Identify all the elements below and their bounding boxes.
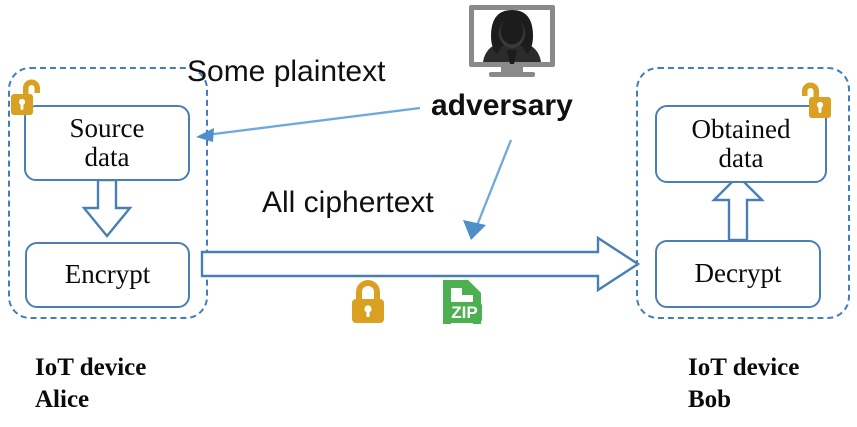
arrow-encrypt-to-decrypt bbox=[200, 235, 641, 293]
label-adversary: adversary bbox=[431, 89, 573, 122]
device-caption-alice: IoT device Alice bbox=[35, 354, 147, 413]
node-encrypt-label: Encrypt bbox=[64, 259, 151, 290]
node-source-data[interactable]: Source data bbox=[24, 105, 190, 181]
unlocked-padlock-icon-alice bbox=[11, 79, 40, 115]
node-decrypt-label: Decrypt bbox=[694, 258, 782, 289]
zip-icon-text: ZIP bbox=[451, 303, 477, 322]
device-container-alice bbox=[8, 67, 208, 319]
device-container-bob bbox=[636, 67, 850, 319]
label-some-plaintext: Some plaintext bbox=[187, 55, 386, 88]
unlocked-padlock-icon-bob bbox=[802, 82, 831, 118]
node-encrypt[interactable]: Encrypt bbox=[25, 242, 190, 308]
zip-file-icon: ZIP bbox=[443, 280, 482, 324]
arrow-adversary-to-channel bbox=[463, 139, 513, 240]
device-caption-bob: IoT device Bob bbox=[688, 354, 800, 413]
hooded-figure-monitor-icon bbox=[469, 5, 555, 77]
locked-padlock-icon bbox=[352, 280, 384, 323]
node-decrypt[interactable]: Decrypt bbox=[655, 240, 821, 308]
node-source-data-label: Source data bbox=[69, 112, 145, 172]
arrow-adversary-to-source bbox=[196, 106, 421, 142]
label-all-ciphertext: All ciphertext bbox=[262, 186, 434, 219]
node-obtained-data-label: Obtained data bbox=[691, 113, 791, 173]
node-obtained-data[interactable]: Obtained data bbox=[655, 105, 827, 183]
